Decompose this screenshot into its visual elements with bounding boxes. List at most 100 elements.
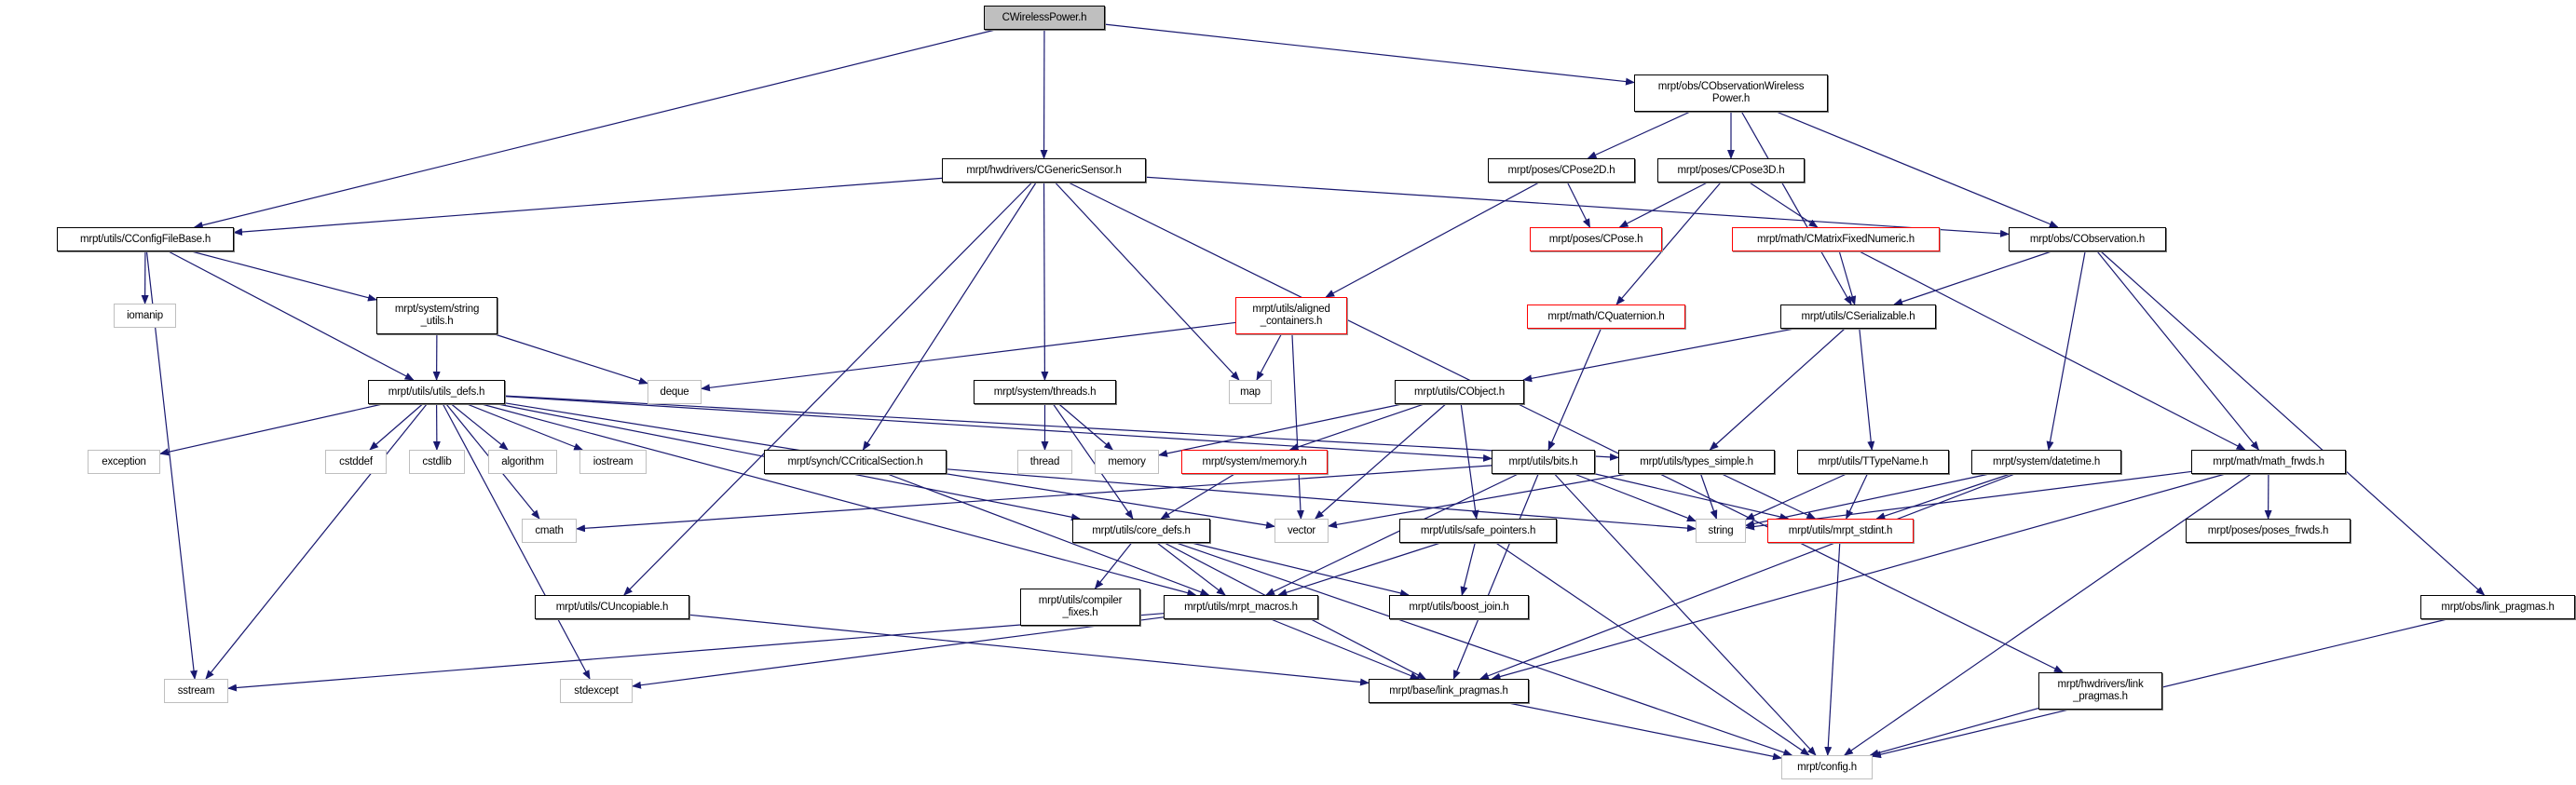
node-strutils[interactable]: mrpt/system/string _utils.h [376,297,497,334]
edge-cowp-to-cpose2d [1587,111,1691,159]
edge-macros-to-baselink [1270,618,1420,680]
edge-cser-to-ttype [1859,328,1875,451]
edge-cquat-to-bits [1547,328,1601,451]
node-compfix[interactable]: mrpt/utils/compiler _fixes.h [1020,589,1140,626]
edge-cgs-to-cuncop [623,182,1033,596]
node-cuncop[interactable]: mrpt/utils/CUncopiable.h [535,595,689,619]
node-cpose[interactable]: mrpt/poses/CPose.h [1530,227,1662,251]
edge-cuncop-to-baselink [688,614,1370,686]
edge-sysmem-to-coredefs [1160,473,1235,520]
edge-udefs-to-types [504,395,1619,461]
edge-coredefs-to-macros [1156,542,1226,596]
edge-cgs-to-hwlink [1068,182,2064,673]
node-deque[interactable]: deque [647,380,702,404]
edge-types-to-stdint [1721,473,1817,520]
node-safeptr[interactable]: mrpt/utils/safe_pointers.h [1399,519,1557,543]
node-cser[interactable]: mrpt/utils/CSerializable.h [1780,305,1936,329]
edge-hwlink-to-config [1869,708,2039,757]
node-sstream[interactable]: sstream [164,679,228,703]
node-iomanip[interactable]: iomanip [114,304,176,328]
node-aligned[interactable]: mrpt/utils/aligned _containers.h [1235,297,1347,334]
node-baselink[interactable]: mrpt/base/link_pragmas.h [1369,679,1529,703]
edge-cgs-to-threads [1041,182,1049,381]
node-cquat[interactable]: mrpt/math/CQuaternion.h [1527,305,1685,329]
node-string[interactable]: string [1696,519,1746,543]
node-algorithm[interactable]: algorithm [488,450,557,474]
node-bits[interactable]: mrpt/utils/bits.h [1492,450,1595,474]
edge-ccs-to-macros [887,473,1210,596]
edge-udefs-to-bits [504,396,1492,462]
edge-aligned-to-deque [701,321,1236,392]
node-posesfw[interactable]: mrpt/poses/poses_frwds.h [2186,519,2351,543]
node-ccfb[interactable]: mrpt/utils/CConfigFileBase.h [57,227,234,251]
edge-ttype-to-string [1745,473,1847,521]
edge-baselink-to-config [1508,702,1782,761]
edge-bits-to-config [1554,473,1817,756]
node-datetime[interactable]: mrpt/system/datetime.h [1971,450,2121,474]
node-obslink[interactable]: mrpt/obs/link_pragmas.h [2420,595,2575,619]
edge-cobs-to-cser [1893,250,2052,305]
edge-root-to-ccfb [193,29,996,229]
node-stdint[interactable]: mrpt/utils/mrpt_stdint.h [1767,519,1914,543]
node-cmath[interactable]: cmath [522,519,577,543]
edge-cpose2d-to-aligned [1325,182,1540,298]
edge-cser-to-types [1709,328,1846,451]
node-hwlink[interactable]: mrpt/hwdrivers/link _pragmas.h [2038,672,2162,710]
node-iostream[interactable]: iostream [579,450,647,474]
edge-bits-to-cmath [576,465,1492,533]
edge-types-to-vector [1328,473,1628,529]
node-map[interactable]: map [1229,380,1272,404]
edge-aligned-to-map [1256,333,1282,381]
node-config[interactable]: mrpt/config.h [1781,755,1873,779]
edge-cpose3d-to-cpose [1618,182,1708,228]
node-coredefs[interactable]: mrpt/utils/core_defs.h [1072,519,1210,543]
node-thread[interactable]: thread [1017,450,1072,474]
node-sysmem[interactable]: mrpt/system/memory.h [1181,450,1328,474]
node-cowp[interactable]: mrpt/obs/CObservationWireless Power.h [1634,74,1828,112]
edge-cpose3d-to-cquat [1615,182,1722,305]
node-mathfw[interactable]: mrpt/math/math_frwds.h [2191,450,2346,474]
node-threads[interactable]: mrpt/system/threads.h [974,380,1116,404]
node-memory[interactable]: memory [1095,450,1159,474]
node-cobs[interactable]: mrpt/obs/CObservation.h [2009,227,2166,251]
node-root[interactable]: CWirelessPower.h [984,6,1105,30]
node-cstddef[interactable]: cstddef [325,450,387,474]
node-macros[interactable]: mrpt/utils/mrpt_macros.h [1164,595,1318,619]
node-boostjoin[interactable]: mrpt/utils/boost_join.h [1389,595,1529,619]
edge-udefs-to-iostream [467,403,584,451]
edge-types-to-string [1700,473,1718,520]
edge-root-to-cowp [1104,23,1635,86]
edge-ccfb-to-strutils [191,250,377,302]
node-cobject[interactable]: mrpt/utils/CObject.h [1395,380,1524,404]
node-types[interactable]: mrpt/utils/types_simple.h [1618,450,1775,474]
node-stdexcept[interactable]: stdexcept [560,679,633,703]
edge-coredefs-to-compfix [1094,542,1133,589]
edge-cgs-to-map [1055,182,1240,381]
node-cpose3d[interactable]: mrpt/poses/CPose3D.h [1657,158,1805,183]
edge-udefs-to-exception [159,403,383,456]
edge-datetime-to-string [1745,473,1990,528]
edge-cobs-to-datetime [2046,250,2086,451]
node-cpose2d[interactable]: mrpt/poses/CPose2D.h [1488,158,1635,183]
edge-cobs-to-mathfw [2096,250,2260,451]
edge-coredefs-to-boostjoin [1191,542,1410,597]
edge-cobject-to-memory [1158,403,1402,457]
node-ttype[interactable]: mrpt/utils/TTypeName.h [1797,450,1949,474]
edge-strutils-to-deque [495,333,648,385]
node-cmfn[interactable]: mrpt/math/CMatrixFixedNumeric.h [1732,227,1940,251]
edge-cobs-to-obslink [2100,250,2486,596]
edge-cobject-to-safeptr [1460,403,1479,520]
node-ccs[interactable]: mrpt/synch/CCriticalSection.h [764,450,947,474]
edge-bits-to-baselink [1452,473,1539,680]
edge-udefs-to-cstddef [369,403,423,451]
edge-cgs-to-ccfb [233,177,943,237]
edge-safeptr-to-macros [1277,542,1441,597]
node-cgs[interactable]: mrpt/hwdrivers/CGenericSensor.h [942,158,1146,183]
edge-cobject-to-sysmem [1288,403,1424,451]
node-vector[interactable]: vector [1274,519,1329,543]
node-udefs[interactable]: mrpt/utils/utils_defs.h [368,380,505,404]
node-exception[interactable]: exception [88,450,160,474]
edge-cowp-to-cser [1740,111,1852,305]
node-cstdlib[interactable]: cstdlib [409,450,465,474]
